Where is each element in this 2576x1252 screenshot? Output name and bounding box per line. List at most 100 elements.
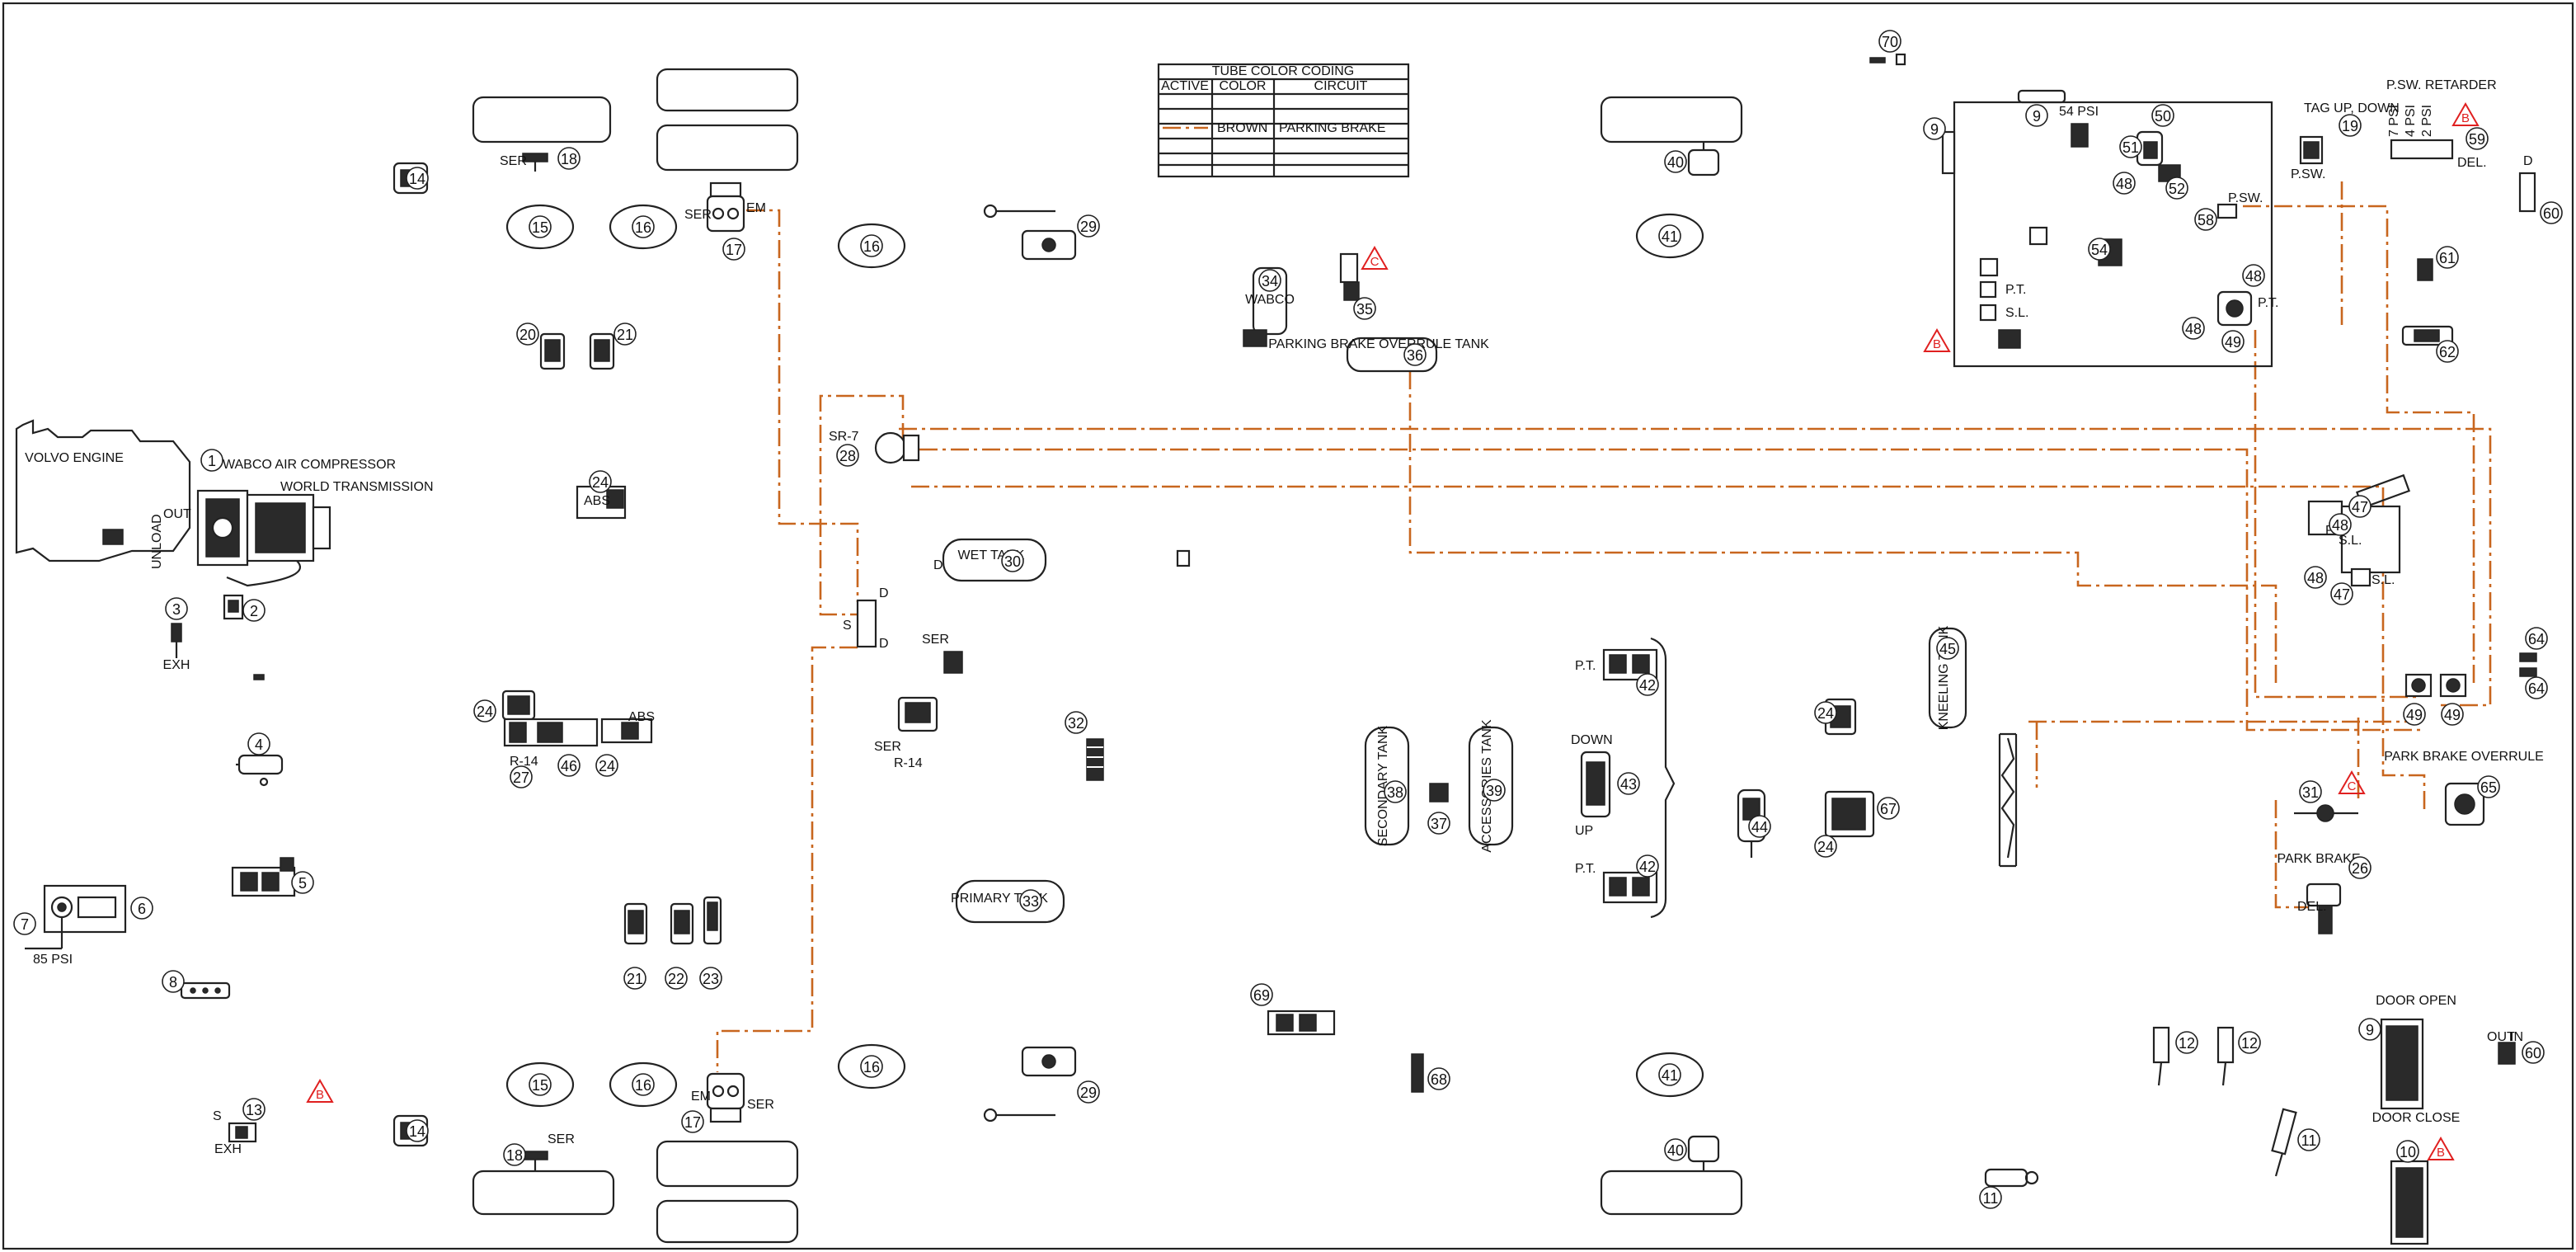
c60-out: OUT [2487,1030,2515,1044]
callout-number: 34 [1262,273,1278,289]
callout-number: 9 [2033,108,2041,125]
dcv-d2: D [879,637,889,651]
callout-48: 48 [2329,513,2352,536]
callout-number: 60 [2543,205,2560,222]
callout-number: 9 [2366,1022,2374,1038]
component-64 [2519,652,2537,677]
callout-28: 28 [836,444,859,467]
tag-valve-19: TAG UP, DOWN P.SW. [2291,101,2400,181]
callout-number: 30 [1004,553,1021,570]
callout-64: 64 [2525,676,2548,699]
callout-number: 16 [635,1077,651,1094]
callout-24: 24 [589,470,612,493]
callout-9: 9 [2025,104,2048,127]
callout-number: 68 [1431,1071,1447,1088]
tire-lower-right-b [656,1199,799,1244]
callout-4: 4 [247,732,270,755]
callout-11: 11 [1979,1186,2002,1209]
valve-20 [539,332,566,370]
callout-number: 36 [1407,347,1423,364]
c17-bottom-ser: SER [747,1098,774,1112]
psi-85-label: 85 PSI [33,953,73,967]
c17-top-ser: SER [684,208,712,222]
valve-49-left [2404,673,2433,698]
callout-number: 48 [2307,570,2324,586]
callout-22: 22 [665,967,688,990]
callout-number: 3 [172,601,181,618]
p-switch-58: P.SW. [2216,191,2263,219]
c13-exh: EXH [214,1142,242,1156]
callout-24: 24 [595,754,618,777]
callout-18: 18 [503,1143,526,1166]
callout-12: 12 [2238,1031,2261,1054]
callout-number: 46 [561,758,577,774]
control-panel-box: 54 PSI P.T. S.L. P.T. [1941,89,2279,368]
c17-bottom-em: EM [691,1090,711,1104]
callout-number: 13 [246,1102,262,1118]
warning-b-door: B [2427,1136,2455,1160]
callout-51: 51 [2119,135,2142,158]
callout-number: 49 [2444,707,2461,723]
hub-15-bottom [505,1061,575,1108]
callout-16: 16 [632,215,655,238]
c17-top-em: EM [746,201,766,215]
pbo-tank-label: PARKING BRAKE OVERRULE TANK [1268,337,1489,351]
callout-16: 16 [860,234,883,257]
psi2-label: 2 PSI [2420,105,2434,137]
callout-number: 28 [839,448,856,464]
relay-r14-center: SER SER R-14 [874,633,963,770]
callout-number: 23 [703,971,719,987]
hub-15-top [505,204,575,250]
wabco-air-compressor: WABCO AIR COMPRESSOR [196,458,396,567]
c18-bottom-ser: SER [548,1132,575,1146]
valve-21-top [589,332,615,370]
callout-61: 61 [2436,246,2459,269]
wet-tank-d: D [933,558,943,572]
callout-number: 42 [1639,859,1656,875]
valve-49-right [2439,673,2467,698]
callout-48: 48 [2113,172,2136,195]
callout-number: 58 [2198,212,2214,228]
psw-retarder-label: P.SW. RETARDER [2386,78,2497,92]
callout-60: 60 [2540,201,2563,224]
component-68 [1411,1053,1424,1093]
component-12-a [2152,1026,2170,1086]
callout-14: 14 [406,1119,429,1142]
callout-64: 64 [2525,627,2548,650]
callout-31: 31 [2299,780,2322,803]
callout-number: 41 [1662,1067,1678,1084]
c26-del: DEL. [2297,900,2327,914]
callout-number: 21 [627,971,643,987]
r14c-ser-top: SER [922,633,949,647]
callout-70: 70 [1878,30,1901,53]
component-35 [1339,252,1360,301]
c60-in: IN [2510,1030,2523,1044]
primary-tank: PRIMARY TANK [951,879,1065,924]
unload-label: UNLOAD [150,514,164,569]
warning-c-31-text: C [2348,779,2357,793]
c13-s: S [213,1109,222,1123]
psi-54-label: 54 PSI [2059,105,2099,119]
callout-43: 43 [1617,772,1640,795]
callout-number: 2 [250,603,258,619]
volvo-engine: VOLVO ENGINE OUT UNLOAD [15,419,191,569]
component-6-7: 85 PSI [25,884,127,967]
callout-54: 54 [2088,238,2111,261]
kneel-valve-42-top: P.T. [1575,648,1658,681]
callout-18: 18 [557,147,581,170]
callout-69: 69 [1250,983,1273,1006]
component-11-bottom [1984,1168,2039,1188]
callout-number: 24 [1817,705,1834,722]
component-31 [2294,804,2358,822]
relay-r14-left: R-14 ABS [501,690,655,769]
kneel-valve-43: DOWN UP [1571,733,1613,838]
callout-number: 14 [409,171,425,187]
legend-header-active: ACTIVE [1161,79,1209,93]
callout-number: 20 [519,327,536,343]
callout-number: 27 [513,770,529,786]
callout-16: 16 [860,1055,883,1078]
callout-number: 12 [2241,1035,2258,1052]
callout-68: 68 [1427,1067,1450,1090]
callout-30: 30 [1001,549,1024,572]
secondary-tank: SECONDARY TANK [1364,725,1410,846]
